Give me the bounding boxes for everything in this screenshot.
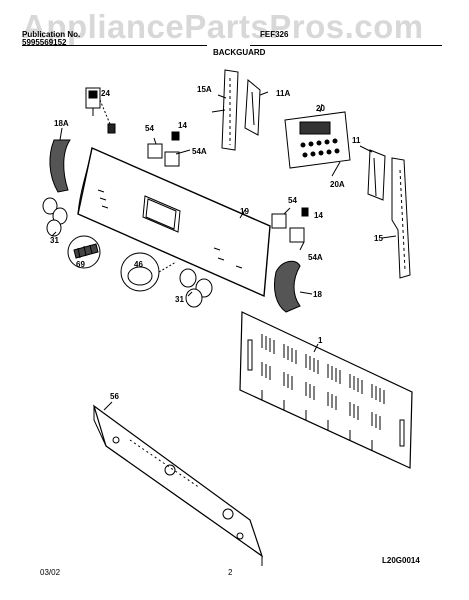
part-knobs-31-lower <box>179 268 213 308</box>
callout-15a: 15A <box>197 85 212 94</box>
callout-15: 15 <box>374 234 383 243</box>
callout-31-lower: 31 <box>175 295 184 304</box>
callout-14-lower: 14 <box>314 211 323 220</box>
callout-69: 69 <box>76 260 85 269</box>
part-screw-69 <box>67 235 101 269</box>
part-endcap-18 <box>273 260 313 313</box>
callout-54a-upper: 54A <box>192 147 207 156</box>
publication-number: 5995569152 <box>22 38 67 47</box>
header-rule-left <box>22 45 207 46</box>
part-knob-46 <box>120 252 177 292</box>
section-title: BACKGUARD <box>213 48 266 57</box>
callout-11a: 11A <box>276 89 290 98</box>
footer-date: 03/02 <box>40 568 61 577</box>
callout-46: 46 <box>134 260 143 269</box>
part-bracket-11a <box>244 78 269 136</box>
callout-54-upper: 54 <box>145 124 154 133</box>
part-knobs-31-left <box>42 197 68 237</box>
footer-page-number: 2 <box>228 568 233 577</box>
part-backguard-panel-19 <box>77 147 271 298</box>
part-bracket-11 <box>359 145 386 201</box>
callout-20a: 20A <box>330 180 345 189</box>
part-lower-panel-56 <box>92 401 264 566</box>
part-bracket-15a <box>211 69 239 151</box>
part-switch-54-upper <box>147 131 191 167</box>
header-rule-right <box>250 45 442 46</box>
callout-54-lower: 54 <box>288 196 297 205</box>
callout-18a: 18A <box>54 119 69 128</box>
callout-19: 19 <box>240 207 249 216</box>
callout-11: 11 <box>352 136 361 145</box>
callout-31-left: 31 <box>50 236 59 245</box>
part-switch-24 <box>85 87 116 134</box>
callout-56: 56 <box>110 392 119 401</box>
callout-24: 24 <box>101 89 110 98</box>
part-switch-54-lower <box>271 207 309 251</box>
callout-20: 20 <box>316 104 325 113</box>
part-endcap-18a <box>49 127 71 193</box>
part-rear-panel-1 <box>239 311 413 469</box>
diagram-code: L20G0014 <box>382 556 420 565</box>
callout-54a-lower: 54A <box>308 253 323 262</box>
part-trim-15 <box>381 157 411 279</box>
publication-label: Publication No. <box>22 30 81 39</box>
callout-18: 18 <box>313 290 322 299</box>
part-control-board-20 <box>284 103 351 177</box>
callout-14-upper: 14 <box>178 121 187 130</box>
callout-1: 1 <box>318 336 323 345</box>
model-fragment: FEF326 <box>260 30 289 39</box>
watermark: AppliancePartsPros.com <box>22 8 424 45</box>
